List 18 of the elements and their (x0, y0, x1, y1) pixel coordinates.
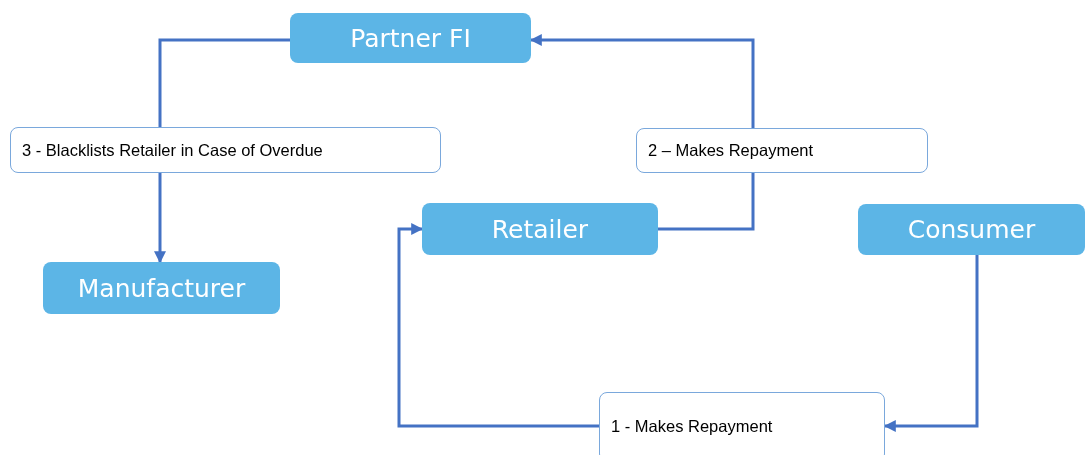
arrow (397, 223, 599, 428)
entity-name: Consumer (907, 215, 1036, 244)
entity-box (290, 13, 531, 63)
step-label-box (636, 128, 928, 173)
step-text: 2 – Makes Repayment (648, 141, 814, 160)
arrow (883, 255, 979, 432)
step-label-box (10, 127, 441, 173)
step-text: 3 - Blacklists Retailer in Case of Overdue (22, 140, 323, 160)
entity-box (43, 262, 280, 314)
entity-name: Retailer (491, 214, 589, 244)
entity-box (858, 204, 1085, 255)
arrow (154, 173, 166, 264)
step-label-box (599, 392, 885, 455)
entity-name: Manufacturer (77, 273, 246, 303)
step-text: 1 - Makes Repayment (611, 417, 773, 436)
arrow (529, 34, 755, 128)
entity-box (422, 203, 658, 255)
entity-name: Partner FI (350, 23, 471, 53)
